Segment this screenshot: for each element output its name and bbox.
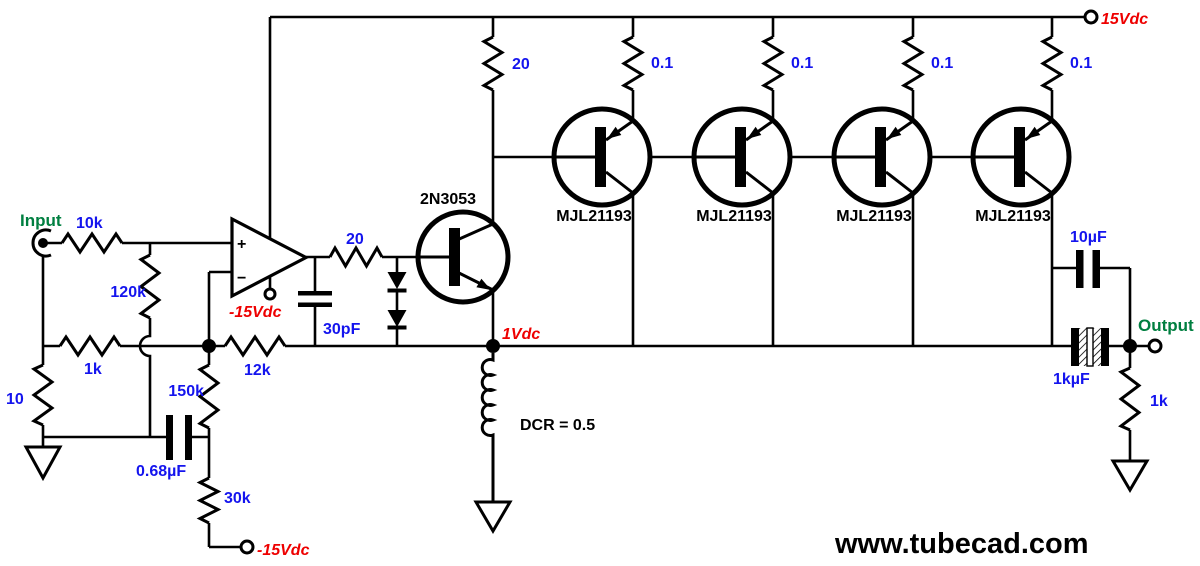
resistor-12k — [223, 334, 287, 358]
resistor-30k-label: 30k — [224, 490, 251, 507]
resistor-0.1-4 — [1039, 35, 1064, 92]
resistors — [31, 35, 1142, 525]
bias-diode-2 — [387, 310, 407, 330]
transistor-mjl21193-2 — [694, 109, 790, 205]
resistor-150k — [197, 363, 221, 430]
opamp: + − — [230, 216, 310, 301]
inductor-dcr-label: DCR = 0.5 — [520, 417, 595, 434]
resistor-150k-label: 150k — [168, 383, 204, 400]
resistor-20-top-label: 20 — [512, 56, 530, 73]
output-dc-label: 1Vdc — [502, 326, 540, 343]
capacitor-30pf-label: 30pF — [323, 321, 361, 338]
capacitor-1kuf-electrolytic — [1071, 327, 1109, 367]
resistor-1k-label: 1k — [84, 361, 102, 378]
resistor-10k-label: 10k — [76, 215, 103, 232]
ground-inductor — [473, 500, 513, 534]
opamp-negative-supply-pin — [263, 287, 277, 301]
opamp-minus-sign: − — [237, 270, 246, 287]
transistor-2n3053 — [415, 209, 511, 305]
feedback-node — [202, 339, 216, 353]
capacitor-10uf-label: 10µF — [1070, 229, 1107, 246]
output-label: Output — [1138, 316, 1194, 335]
resistor-20-base — [328, 244, 384, 269]
resistor-01-label-3: 0.1 — [931, 55, 953, 72]
resistor-1k-feedback-gnd — [58, 334, 122, 358]
output-terminal — [1147, 338, 1163, 354]
resistor-01-label-4: 0.1 — [1070, 55, 1092, 72]
input-jack — [31, 228, 52, 258]
transistor-mjl-label-1: MJL21193 — [556, 208, 632, 225]
ground-input — [23, 445, 63, 482]
resistor-0.1-3 — [900, 35, 925, 92]
input-label: Input — [20, 211, 62, 230]
resistor-20-top — [480, 35, 505, 92]
opamp-negative-supply-label: -15Vdc — [229, 304, 282, 321]
capacitor-068uf-label: 0.68µF — [136, 463, 186, 480]
resistor-01-label-1: 0.1 — [651, 55, 673, 72]
resistor-12k-label: 12k — [244, 362, 271, 379]
resistor-0.1-1 — [620, 35, 645, 92]
ground-output — [1110, 459, 1150, 493]
resistor-10 — [31, 363, 55, 427]
resistor-1k-load-label: 1k — [1150, 393, 1168, 410]
capacitor-1kuf-label: 1kµF — [1053, 371, 1090, 388]
transistor-mjl21193-3 — [834, 109, 930, 205]
capacitor-30pf — [298, 291, 332, 307]
transistor-mjl-label-2: MJL21193 — [696, 208, 772, 225]
capacitor-10uf — [1076, 250, 1100, 288]
transistor-mjl21193-1 — [554, 109, 650, 205]
resistor-10k — [60, 231, 124, 255]
resistor-0.1-2 — [760, 35, 785, 92]
positive-rail-label: 15Vdc — [1101, 11, 1148, 28]
wire-hop — [138, 318, 152, 437]
positive-supply-terminal — [1083, 9, 1099, 25]
resistor-10-label: 10 — [6, 391, 24, 408]
resistor-30k — [196, 476, 222, 525]
capacitor-0.68uf — [166, 415, 192, 460]
negative-supply-terminal — [239, 539, 255, 555]
opamp-plus-sign: + — [237, 236, 246, 253]
transistor-mjl-label-3: MJL21193 — [836, 208, 912, 225]
1vdc-node — [486, 339, 500, 353]
transistor-mjl-label-4: MJL21193 — [975, 208, 1051, 225]
resistor-1k-load — [1118, 366, 1142, 432]
resistor-20-base-label: 20 — [346, 231, 364, 248]
transistor-2n3053-label: 2N3053 — [420, 191, 476, 208]
bottom-negative-supply-label: -15Vdc — [257, 542, 310, 559]
resistor-01-label-2: 0.1 — [791, 55, 813, 72]
resistor-120k — [138, 253, 162, 320]
bias-diode-1 — [387, 272, 407, 293]
output-node — [1123, 339, 1137, 353]
output-inductor — [480, 353, 498, 502]
resistor-120k-label: 120k — [110, 284, 146, 301]
site-watermark: www.tubecad.com — [834, 528, 1089, 560]
transistor-mjl21193-4 — [973, 109, 1069, 205]
wires — [41, 15, 1149, 549]
